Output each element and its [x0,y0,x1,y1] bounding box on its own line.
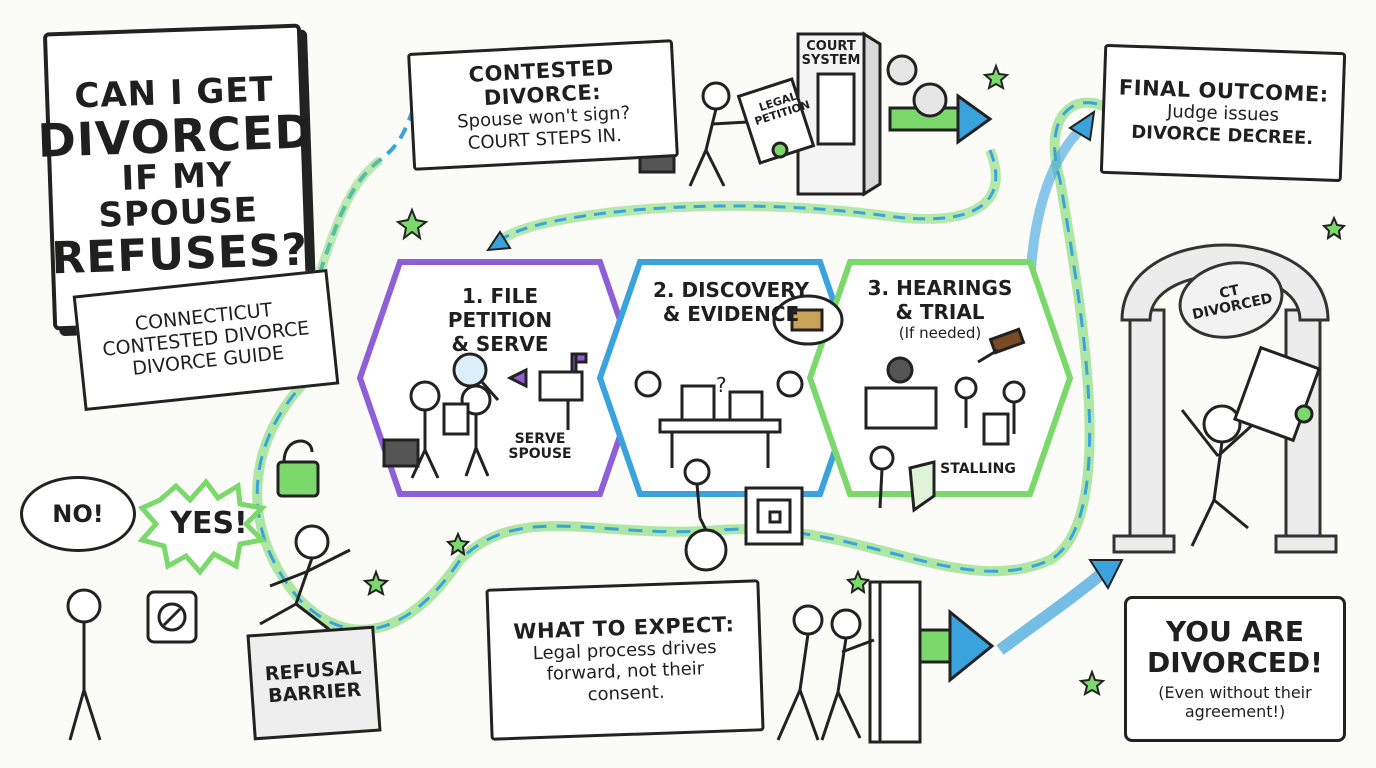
yes-burst: YES! [150,488,268,558]
arch-gate [1112,243,1338,554]
running-figure [259,524,351,632]
step-3-label: 3. HEARINGS & TRIAL (If needed) [850,276,1030,342]
refusal-barrier-sign: REFUSAL BARRIER [246,625,382,741]
divorced-line-4: agreement!) [1184,701,1286,721]
expect-line-2: forward, not their [546,658,705,685]
serve-line-2: SPOUSE [508,446,572,463]
mailbox-icon [506,352,588,430]
arrow-to-divorced [996,559,1124,655]
step-2-line-1: 2. DISCOVERY [653,278,809,302]
no-text: NO! [52,500,104,528]
unicycle-figure [683,458,728,572]
magnifier-figure [442,352,500,477]
decree-paper [1232,345,1322,443]
divorced-line-2: DIVORCED! [1147,645,1323,679]
pushing-figures [776,604,875,741]
serve-spouse-label: SERVE SPOUSE [500,431,580,463]
contested-banner: CONTESTED DIVORCE: Spouse won't sign? CO… [407,39,679,171]
court-label-line-1: COURT [806,39,856,54]
final-line-2: DIVORCE DECREE. [1130,121,1314,150]
you-are-divorced-box: YOU ARE DIVORCED! (Even without their ag… [1124,596,1346,742]
step-2-label: 2. DISCOVERY & EVIDENCE [636,278,826,326]
court-label-line-2: SYSTEM [801,53,861,69]
step-3-note: (If needed) [898,324,982,342]
step-1-label: 1. FILE PETITION & SERVE [408,284,592,356]
title-line-3: IF MY SPOUSE [97,155,259,236]
divorced-line-1: YOU ARE [1166,615,1304,649]
step-3-line-2: & TRIAL [895,300,985,324]
step-3-line-1: 3. HEARINGS [867,276,1013,300]
barrier-line-2: BARRIER [267,678,362,708]
lawyer-figure [382,380,441,479]
open-door [868,580,922,744]
contested-heading: CONTESTED DIVORCE: [468,55,615,111]
court-machine [796,31,948,197]
serve-line-1: SERVE [514,431,566,447]
yes-text: YES! [170,505,248,541]
gavel-icon [977,327,1026,364]
celebrating-figure [1180,404,1260,547]
unlocked-padlock-icon [276,439,320,498]
maze-icon [744,486,804,546]
step-1-line-2: & SERVE [451,332,549,356]
evidence-cloud [772,294,844,346]
step-1-line-1: 1. FILE PETITION [447,284,553,332]
expect-line-3: consent. [587,681,665,706]
step-2-line-2: & EVIDENCE [662,302,800,326]
final-heading: FINAL OUTCOME: [1118,75,1330,108]
court-system-label: COURT SYSTEM [800,39,862,69]
discovery-table: ? [634,370,804,468]
arrow-to-court [888,93,993,145]
no-entry-sign [146,590,198,644]
return-flow-path [491,148,1001,249]
decor-stars [362,63,1347,697]
step1-hexagon [356,259,644,497]
yes-burst-shape [137,478,268,576]
petition-paper [736,77,816,165]
judge-bench [864,356,1010,446]
courtroom-figures [869,376,1026,513]
divorced-line-3: (Even without their [1158,682,1312,702]
no-thought-bubble: NO! [20,476,136,552]
final-outcome-banner: FINAL OUTCOME: Judge issues DIVORCE DECR… [1099,43,1347,183]
stalling-label: STALLING [940,461,1016,477]
svg-text:?: ? [716,373,727,397]
what-to-expect-banner: WHAT TO EXPECT: Legal process drives for… [485,579,765,741]
frustrated-figure [66,588,102,741]
